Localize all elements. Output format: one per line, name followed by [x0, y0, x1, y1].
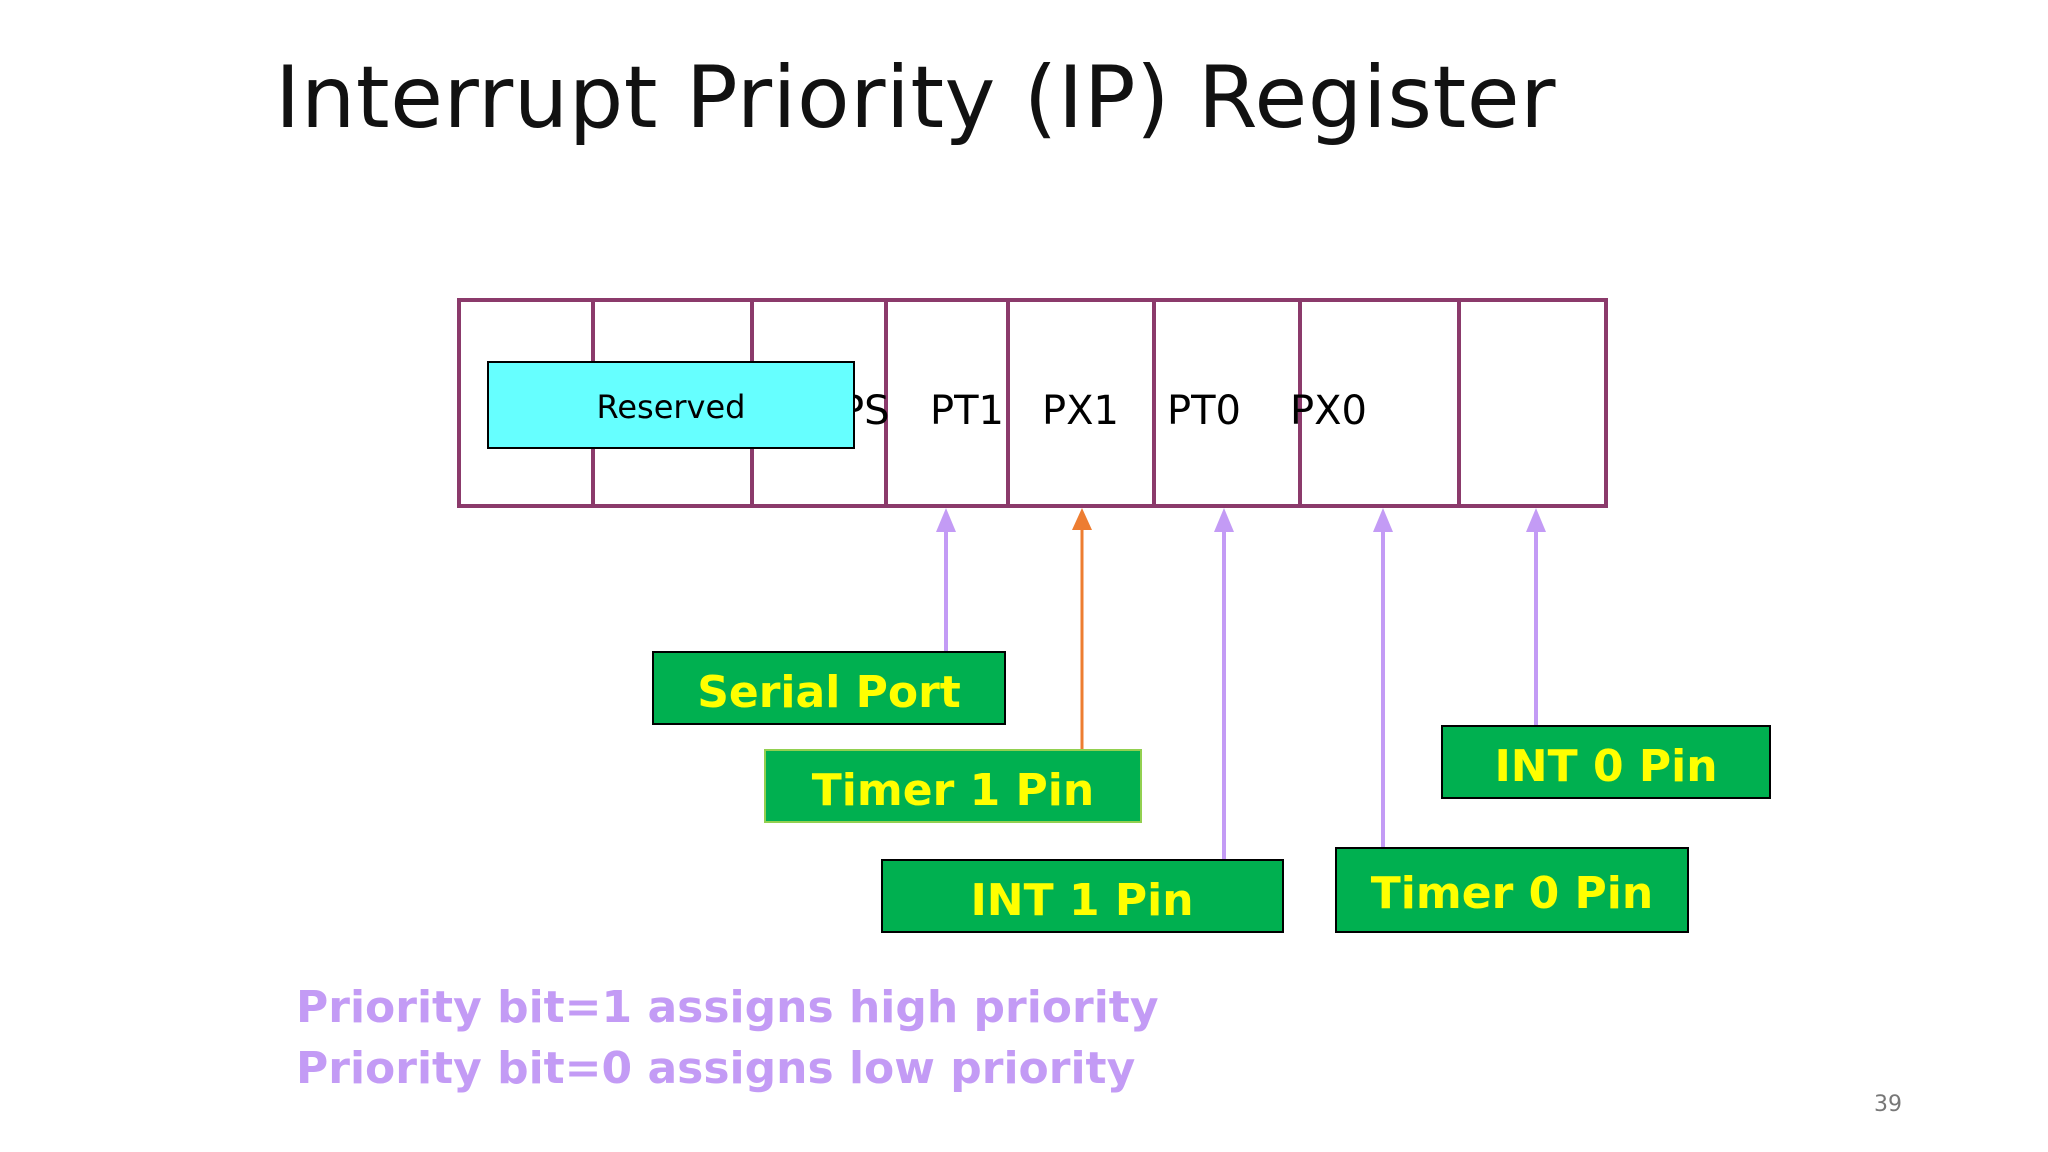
arrowhead	[1526, 508, 1546, 532]
arrowhead	[1214, 508, 1234, 532]
int1-pin-label: INT 1 Pin	[970, 875, 1193, 926]
bit-label-px1: PX1	[1042, 388, 1119, 434]
arrowhead	[1373, 508, 1393, 532]
timer0-pin-box	[1335, 847, 1689, 933]
register-outline	[457, 298, 1608, 508]
register-cells	[457, 298, 1608, 508]
timer1-pin-box	[764, 749, 1142, 823]
arrows	[936, 508, 1546, 860]
bit-label-pt1: PT1	[930, 388, 1004, 434]
reserved-box	[487, 361, 855, 449]
bit-label-px0: PX0	[1290, 388, 1367, 434]
arrowhead	[1072, 508, 1092, 530]
serial-port-label: Serial Port	[697, 667, 961, 718]
int0-pin-label: INT 0 Pin	[1494, 741, 1717, 792]
page-number: 39	[1874, 1092, 1902, 1117]
reserved-label: Reserved	[597, 388, 746, 426]
timer0-pin-label: Timer 0 Pin	[1371, 868, 1653, 919]
int1-pin-box	[881, 859, 1284, 933]
arrowhead	[936, 508, 956, 532]
source-boxes: Serial Port Timer 1 Pin INT 1 Pin Timer …	[652, 651, 1771, 933]
int0-pin-box	[1441, 725, 1771, 799]
priority-note-low: Priority bit=0 assigns low priority	[296, 1043, 1136, 1094]
bit-label-pt0: PT0	[1167, 388, 1241, 434]
serial-port-box	[652, 651, 1006, 725]
slide-title: Interrupt Priority (IP) Register	[275, 48, 1557, 148]
priority-note-high: Priority bit=1 assigns high priority	[296, 982, 1159, 1033]
timer1-pin-label: Timer 1 Pin	[812, 765, 1094, 816]
